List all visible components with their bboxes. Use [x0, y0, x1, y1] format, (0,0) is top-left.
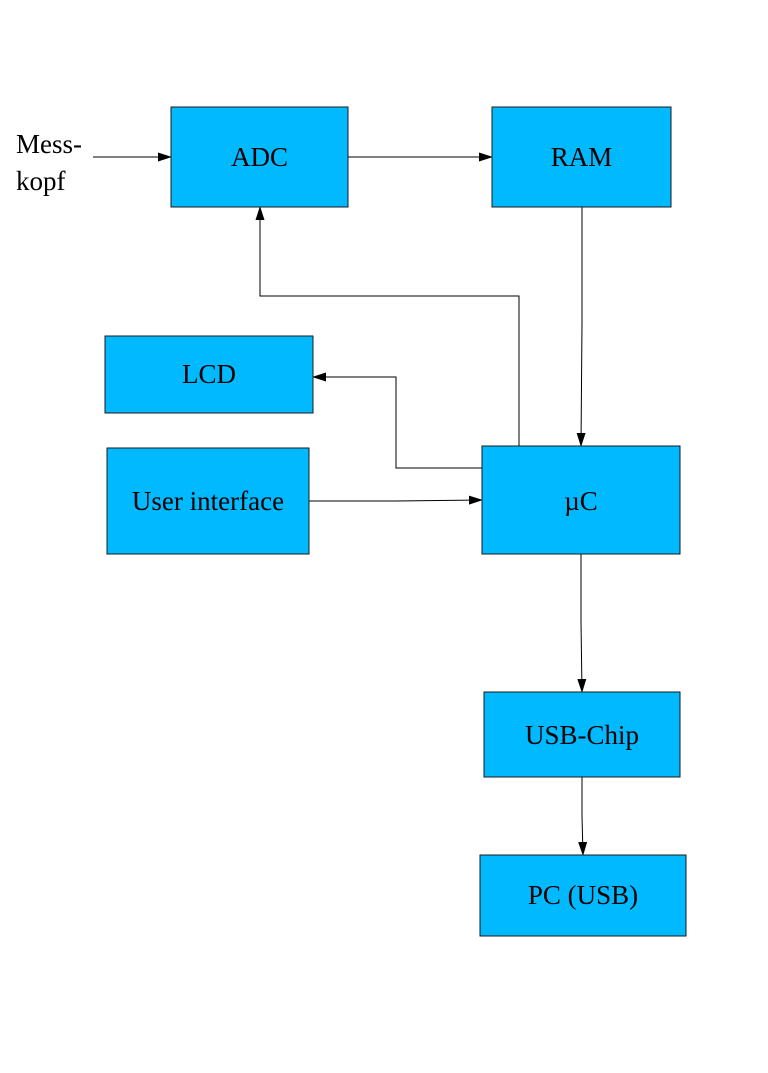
arrow-uc-to-lcd	[312, 372, 482, 469]
input-label-messkopf: Mess- kopf	[16, 129, 82, 196]
block-user-interface-box	[106, 447, 310, 555]
block-usb-chip: USB-Chip	[483, 691, 681, 778]
block-uc-box	[481, 445, 681, 555]
arrow-usb-chip-to-pc	[578, 777, 588, 856]
block-user-interface: User interface	[106, 447, 310, 555]
block-usb-chip-box	[483, 691, 681, 778]
block-adc-box	[170, 106, 349, 208]
block-lcd-box	[104, 335, 314, 414]
arrow-uc-to-usb-chip	[577, 554, 587, 693]
block-uc: µC	[481, 445, 681, 555]
block-pc-box	[479, 854, 687, 937]
block-pc: PC (USB)	[479, 854, 687, 937]
block-uc-label: µC	[564, 486, 598, 516]
block-user-interface-label: User interface	[132, 486, 284, 516]
arrow-ram-to-uc	[576, 207, 586, 447]
block-lcd: LCD	[104, 335, 314, 414]
block-lcd-label: LCD	[182, 359, 236, 389]
connections	[93, 152, 588, 856]
block-adc: ADC	[170, 106, 349, 208]
arrow-uc-to-adc	[255, 206, 520, 446]
block-ram: RAM	[491, 106, 672, 208]
block-usb-chip-label: USB-Chip	[525, 720, 639, 750]
arrow-user-interface-to-uc	[309, 495, 483, 505]
input-label-line-2: kopf	[16, 166, 66, 196]
input-label-line-1: Mess-	[16, 129, 82, 159]
block-ram-box	[491, 106, 672, 208]
block-pc-label: PC (USB)	[528, 880, 638, 910]
block-adc-label: ADC	[231, 142, 288, 172]
block-ram-label: RAM	[551, 142, 613, 172]
